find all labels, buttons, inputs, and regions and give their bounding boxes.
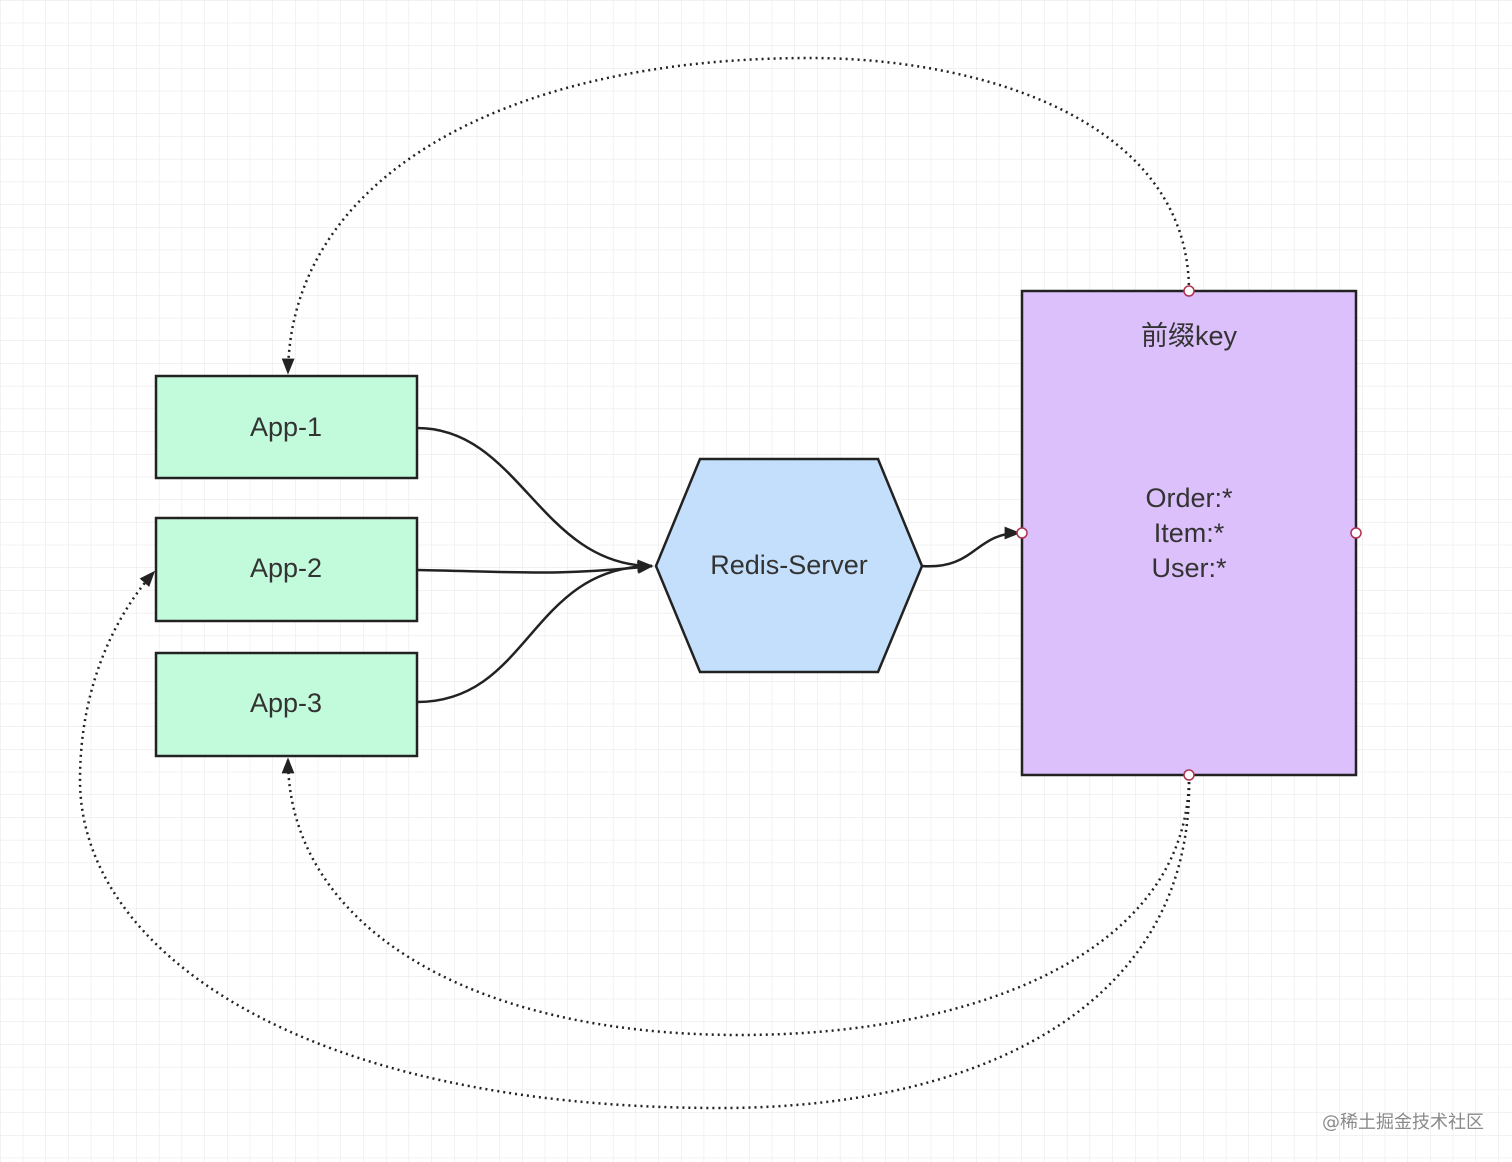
node-app3-label: App-3 <box>250 688 322 718</box>
prefix-handle-right[interactable] <box>1350 527 1362 539</box>
prefix-handle-top[interactable] <box>1183 285 1195 297</box>
node-prefix-key-line-3: User:* <box>1151 553 1227 583</box>
node-redis-server-label: Redis-Server <box>710 550 868 580</box>
node-redis-server[interactable]: Redis-Server <box>654 457 924 674</box>
prefix-handle-left[interactable] <box>1016 527 1028 539</box>
watermark: @稀土掘金技术社区 <box>1322 1112 1484 1133</box>
node-prefix-key-title: 前缀key <box>1141 321 1238 351</box>
node-prefix-key-line-2: Item:* <box>1154 518 1225 548</box>
node-app2[interactable]: App-2 <box>154 516 419 623</box>
edge-app3-to-redis[interactable] <box>416 559 654 704</box>
node-prefix-key[interactable]: 前缀key Order:* Item:* User:* <box>1016 285 1362 781</box>
node-app3[interactable]: App-3 <box>154 651 419 758</box>
node-app1[interactable]: App-1 <box>154 374 419 480</box>
node-prefix-key-line-1: Order:* <box>1145 483 1233 513</box>
edge-app1-to-redis[interactable] <box>416 426 654 573</box>
node-app2-label: App-2 <box>250 553 322 583</box>
edge-redis-to-prefix[interactable] <box>921 526 1021 568</box>
node-app1-label: App-1 <box>250 412 322 442</box>
prefix-handle-bottom[interactable] <box>1183 769 1195 781</box>
dotted-edge-prefix-to-app2[interactable] <box>78 570 1191 1110</box>
